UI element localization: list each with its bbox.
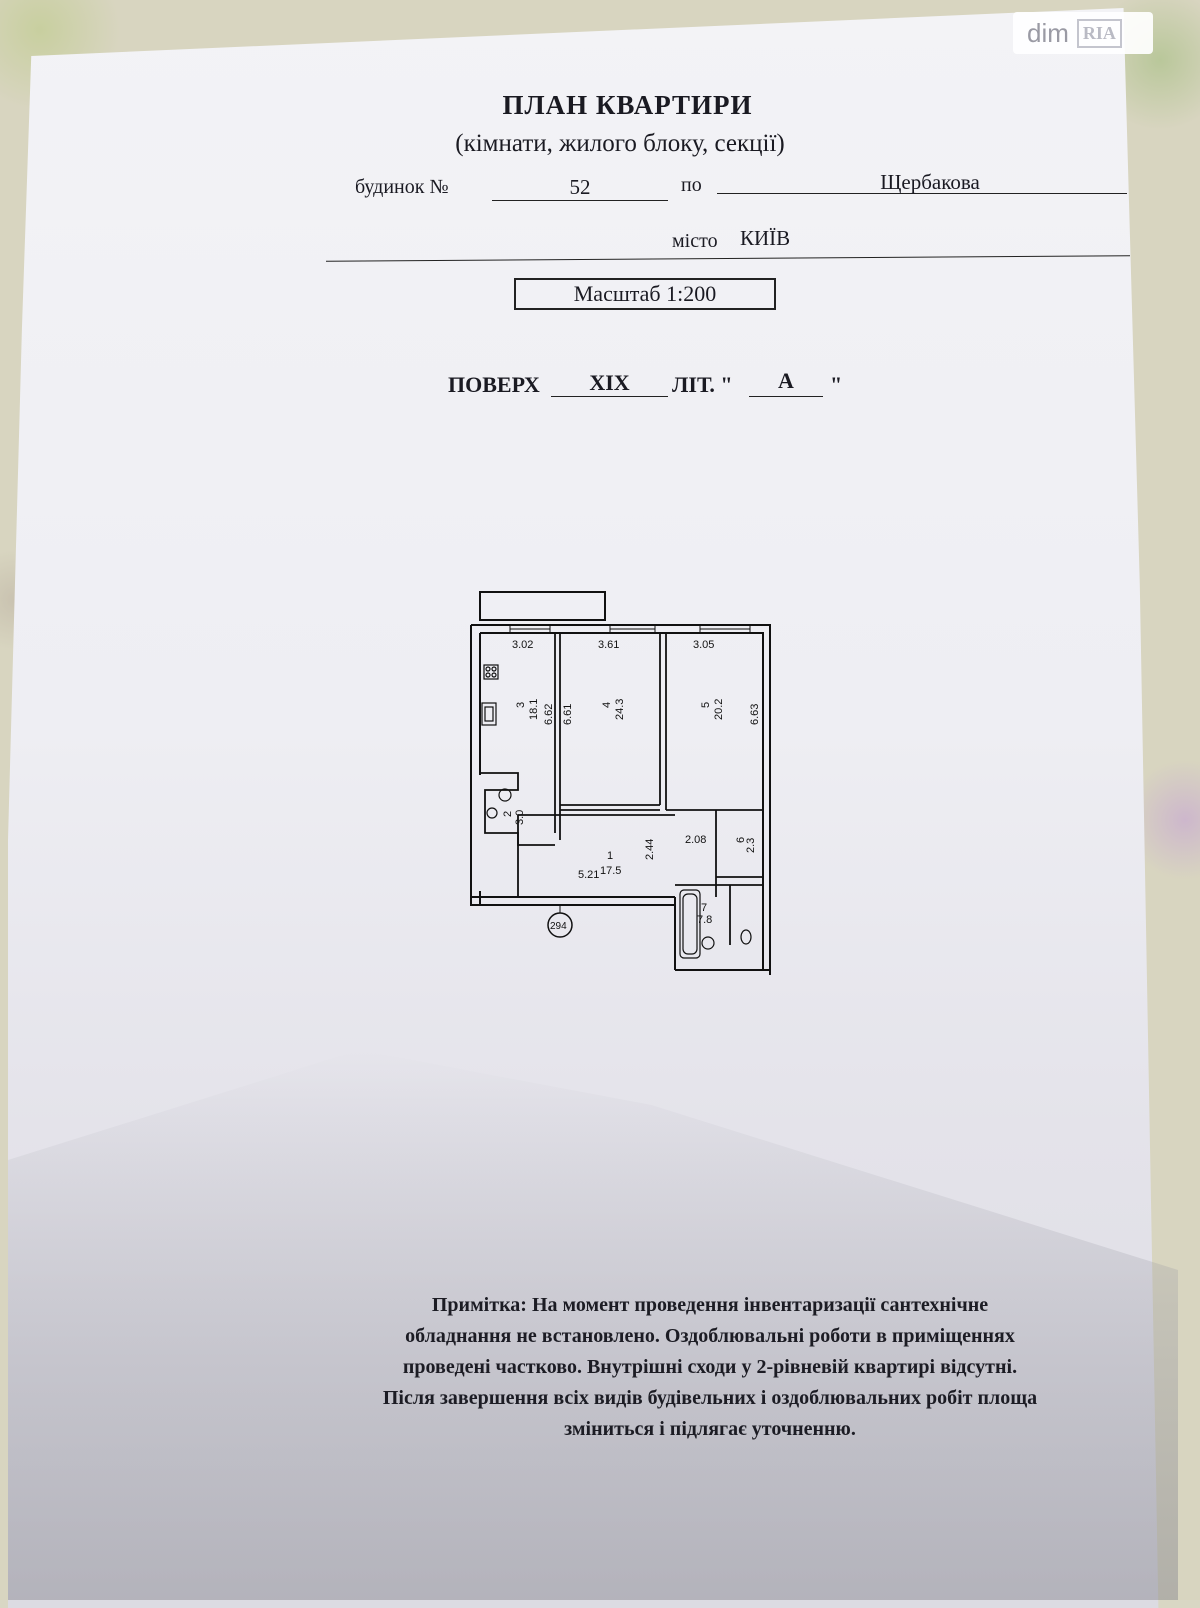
note-line-5: зміниться і підлягає уточненню. [564,1418,856,1440]
floor-underline [551,396,668,397]
dim-ria-watermark: dim RIA [1013,12,1153,54]
lit-close-quote: " [830,372,843,397]
watermark-brand: dim [1027,17,1069,48]
lit-label: ЛІТ. " [672,372,733,397]
dimension-labels: 3.02 3.61 3.05 6.62 6.61 6.63 5.21 2.44 … [512,639,761,881]
dim-room4-length: 6.61 [562,704,574,725]
house-number: 52 [569,175,591,199]
city-name: КИЇВ [740,226,791,250]
toilet-icon [486,807,498,819]
note-line-2: обладнання не встановлено. Оздоблювальні… [405,1325,1015,1347]
stove-icon [483,664,499,680]
building-ref-marker: 294 [547,905,573,938]
floor-label: ПОВЕРХ [448,372,540,397]
bath-toilet-icon [740,929,752,945]
bath-sink-icon [701,936,715,950]
city-underline [326,255,1130,262]
room7-area: 7.8 [697,914,712,926]
dim-corridor-width: 2.08 [685,834,706,846]
lit-letter: А [778,368,794,393]
room3-id: 3 [515,702,527,708]
outer-walls [470,591,771,975]
note-line-1: Примітка: На момент проведення інвентари… [431,1294,989,1316]
floor-plan: 3.02 3.61 3.05 6.62 6.61 6.63 5.21 2.44 … [470,591,771,975]
fixtures [481,664,752,959]
floor-number: XIX [589,370,630,395]
dim-room3-length: 6.62 [543,704,555,725]
note-line-3: проведені частково. Внутрішні сходи у 2-… [402,1356,1018,1378]
scale-box: Масштаб 1:200 [514,278,776,310]
note-block: Примітка: На момент проведення інвентари… [310,1290,1110,1445]
note-line-4: Після завершення всіх видів будівельних … [382,1387,1038,1409]
street-name: Щербакова [880,170,980,194]
room7-id: 7 [701,902,707,914]
room6-id: 6 [735,837,747,843]
washbasin-icon [498,788,512,802]
dim-room1-width: 5.21 [578,869,599,881]
room3-area: 18.1 [528,699,540,720]
room1-area: 17.5 [600,865,621,877]
house-label: будинок № [355,176,449,198]
lit-underline [749,396,823,397]
interior-walls [480,633,763,945]
room6-area: 2.3 [745,838,757,853]
room1-id: 1 [607,850,613,862]
room2-area: 3.0 [514,810,526,825]
room-labels: 3 18.1 4 24.3 5 20.2 2 3.0 1 17.5 6 2.3 … [502,699,757,926]
dim-room1-depth: 2.44 [644,839,656,860]
room5-id: 5 [700,702,712,708]
room4-id: 4 [601,702,613,708]
dim-room4-width: 3.61 [598,639,619,651]
dim-room5-length: 6.63 [749,704,761,725]
dim-room5-width: 3.05 [693,639,714,651]
street-underline [717,193,1127,194]
bathtub-icon [679,889,701,959]
street-label: по [681,174,702,196]
city-label: місто [672,230,718,252]
room5-area: 20.2 [713,699,725,720]
document-title: ПЛАН КВАРТИРИ [502,90,753,120]
house-underline [492,200,668,201]
room2-id: 2 [502,811,514,817]
document-sheet [8,8,1159,1608]
building-ref-number: 294 [550,921,567,932]
windows [509,625,751,633]
sink-icon [481,702,497,726]
dim-room3-width: 3.02 [512,639,533,651]
document-subtitle: (кімнати, жилого блоку, секції) [455,130,785,157]
watermark-mark: RIA [1076,18,1122,48]
room4-area: 24.3 [614,699,626,720]
